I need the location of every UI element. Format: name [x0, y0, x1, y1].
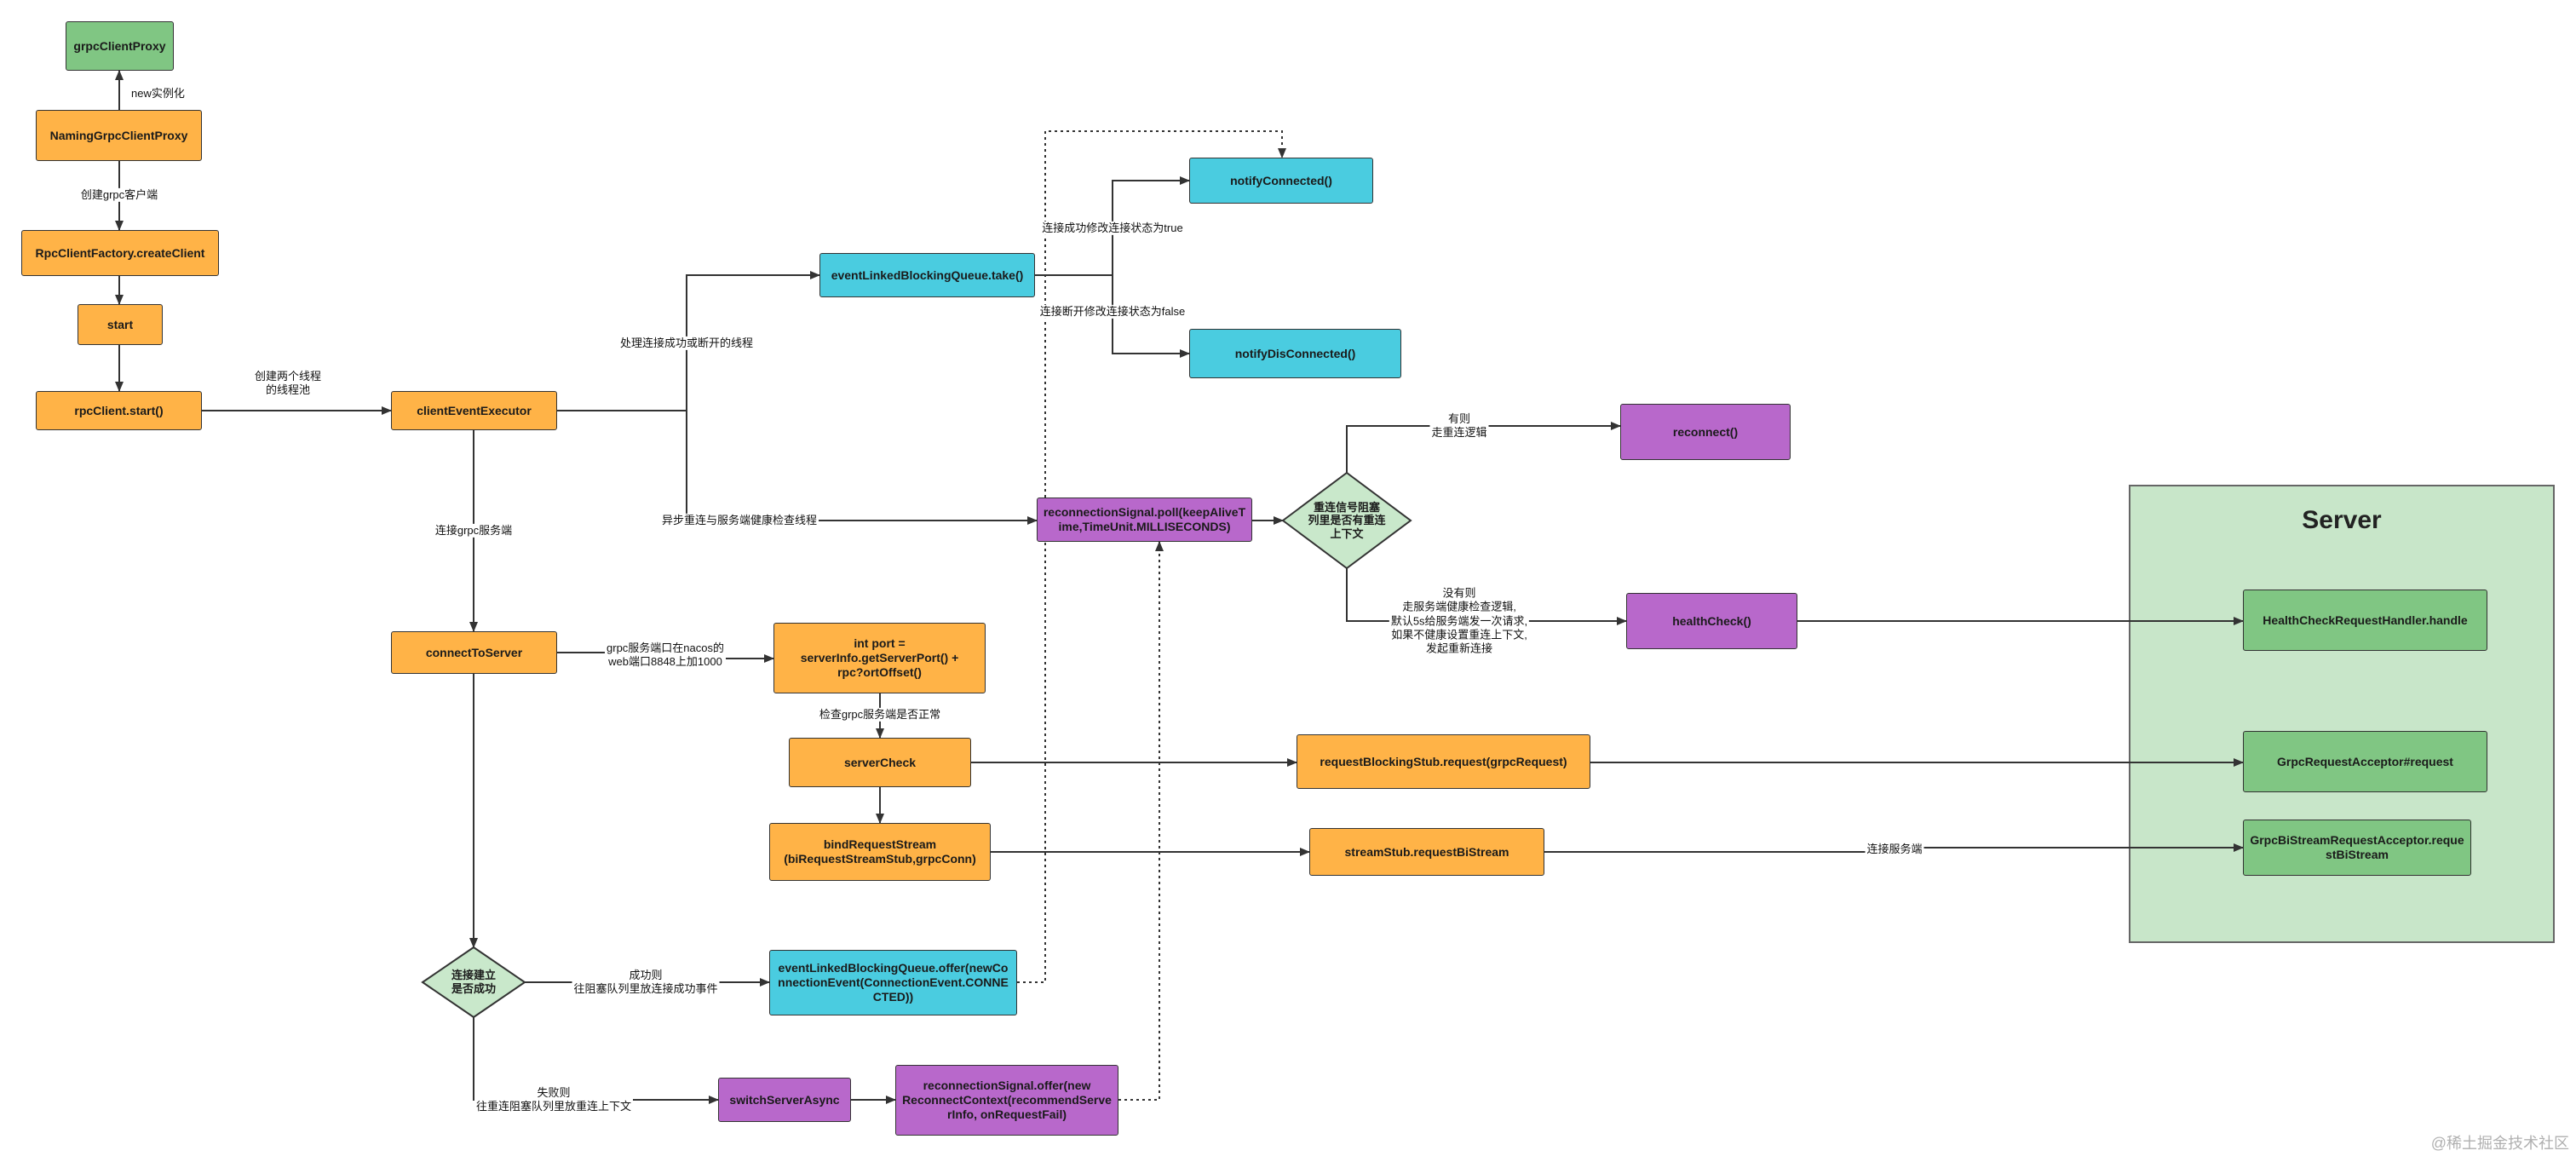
request-blocking-stub-node: requestBlockingStub.request(grpcRequest): [1297, 734, 1590, 789]
reconnect-decision-diamond: [1281, 471, 1412, 570]
rpc-client-start-label: rpcClient.start(): [74, 403, 164, 417]
reconnection-offer-node: reconnectionSignal.offer(new ReconnectCo…: [895, 1065, 1118, 1136]
edge-executor-to-reconnection-poll: [557, 410, 1038, 525]
connection-decision-label: 连接建立 是否成功: [451, 969, 496, 995]
watermark: @稀土掘金技术社区: [2430, 1135, 2569, 1152]
edge-queue-offer-to-notify-connected: [1017, 130, 1286, 983]
naming-grpc-client-proxy-node: NamingGrpcClientProxy: [36, 110, 202, 161]
edge-decision-to-switch-server-async: [473, 1017, 719, 1104]
grpc-bistream-acceptor-label: GrpcBiStreamRequestAcceptor.requestBiStr…: [2250, 833, 2464, 861]
edge-label-new-instance: new实例化: [131, 86, 185, 100]
switch-server-async-label: switchServerAsync: [729, 1092, 840, 1107]
reconnection-offer-label: reconnectionSignal.offer(new ReconnectCo…: [902, 1079, 1112, 1121]
notify-connected-label: notifyConnected(): [1230, 173, 1332, 187]
edge-label-connect-grpc-server: 连接grpc服务端: [433, 523, 515, 538]
queue-offer-node: eventLinkedBlockingQueue.offer(newConnec…: [769, 950, 1017, 1015]
grpc-client-proxy-label: grpcClientProxy: [73, 38, 166, 53]
server-check-label: serverCheck: [843, 755, 917, 769]
client-event-executor-label: clientEventExecutor: [417, 403, 532, 417]
notify-disconnected-label: notifyDisConnected(): [1234, 346, 1356, 360]
health-check-handler-label: HealthCheckRequestHandler.handle: [2263, 613, 2468, 627]
edge-label-no-context: 没有则 走服务端健康检查逻辑, 默认5s给服务端发一次请求, 如果不健康设置重连…: [1389, 586, 1530, 656]
bind-request-stream-label: bindRequestStream (biRequestStreamStub,g…: [784, 837, 976, 866]
queue-take-label: eventLinkedBlockingQueue.take(): [831, 267, 1024, 282]
int-port-label: int port = serverInfo.getServerPort() + …: [800, 636, 959, 679]
reconnection-poll-node: reconnectionSignal.poll(keepAliveTime,Ti…: [1037, 498, 1252, 542]
notify-connected-node: notifyConnected(): [1189, 158, 1373, 204]
stream-stub-label: streamStub.requestBiStream: [1344, 844, 1509, 859]
edge-label-success: 成功则 往阻塞队列里放连接成功事件: [572, 968, 720, 997]
server-title: Server: [2302, 506, 2382, 534]
request-blocking-stub-label: requestBlockingStub.request(grpcRequest): [1320, 754, 1567, 768]
edge-label-create-thread-pool: 创建两个线程 的线程池: [252, 369, 324, 398]
grpc-request-acceptor-label: GrpcRequestAcceptor#request: [2277, 754, 2453, 768]
queue-offer-label: eventLinkedBlockingQueue.offer(newConnec…: [778, 961, 1009, 1004]
health-check-node: healthCheck(): [1626, 593, 1797, 649]
naming-grpc-client-proxy-label: NamingGrpcClientProxy: [49, 128, 188, 142]
edge-decision-to-reconnect: [1346, 422, 1621, 473]
queue-take-node: eventLinkedBlockingQueue.take(): [819, 253, 1035, 297]
health-check-handler-node: HealthCheckRequestHandler.handle: [2243, 590, 2487, 651]
edge-label-create-grpc-client: 创建grpc客户端: [78, 187, 160, 203]
reconnection-poll-label: reconnectionSignal.poll(keepAliveTime,Ti…: [1043, 505, 1246, 533]
switch-server-async-node: switchServerAsync: [718, 1078, 851, 1122]
grpc-bistream-acceptor-node: GrpcBiStreamRequestAcceptor.requestBiStr…: [2243, 820, 2471, 876]
edge-reconnection-offer-to-poll: [1118, 541, 1164, 1101]
rpc-client-start-node: rpcClient.start(): [36, 391, 202, 430]
connect-to-server-label: connectToServer: [425, 645, 523, 659]
edge-label-failure: 失败则 往重连阻塞队列里放重连上下文: [474, 1085, 634, 1114]
start-node: start: [78, 304, 163, 345]
edge-label-connected-true: 连接成功修改连接状态为true: [1040, 221, 1185, 236]
edge-label-port-offset: grpc服务端口在nacos的 web端口8848上加1000: [605, 641, 726, 670]
client-event-executor-node: clientEventExecutor: [391, 391, 557, 430]
notify-disconnected-node: notifyDisConnected(): [1189, 329, 1401, 378]
edge-label-connect-server: 连接服务端: [1865, 842, 1924, 857]
grpc-client-proxy-node: grpcClientProxy: [66, 21, 174, 71]
edge-label-check-server: 检查grpc服务端是否正常: [817, 707, 943, 722]
reconnect-decision-label: 重连信号阻塞 列里是否有重连 上下文: [1308, 500, 1386, 540]
connect-to-server-node: connectToServer: [391, 631, 557, 674]
stream-stub-node: streamStub.requestBiStream: [1309, 828, 1544, 876]
rpc-client-factory-node: RpcClientFactory.createClient: [21, 230, 219, 276]
reconnect-label: reconnect(): [1672, 424, 1739, 439]
edge-label-event-thread: 处理连接成功或断开的线程: [618, 336, 756, 351]
grpc-request-acceptor-node: GrpcRequestAcceptor#request: [2243, 731, 2487, 792]
edge-decision-to-health-check: [1346, 568, 1627, 625]
health-check-label: healthCheck(): [1672, 613, 1751, 628]
connection-decision-diamond: [421, 946, 526, 1019]
bind-request-stream-node: bindRequestStream (biRequestStreamStub,g…: [769, 823, 991, 881]
server-check-node: serverCheck: [789, 738, 971, 787]
reconnect-node: reconnect(): [1620, 404, 1791, 460]
rpc-client-factory-label: RpcClientFactory.createClient: [35, 245, 205, 260]
edge-label-has-context: 有则 走重连逻辑: [1429, 411, 1489, 440]
edge-label-reconnect-thread: 异步重连与服务端健康检查线程: [659, 513, 819, 528]
edge-label-disconnected-false: 连接断开修改连接状态为false: [1038, 304, 1187, 319]
start-label: start: [106, 317, 134, 331]
int-port-node: int port = serverInfo.getServerPort() + …: [773, 623, 986, 693]
